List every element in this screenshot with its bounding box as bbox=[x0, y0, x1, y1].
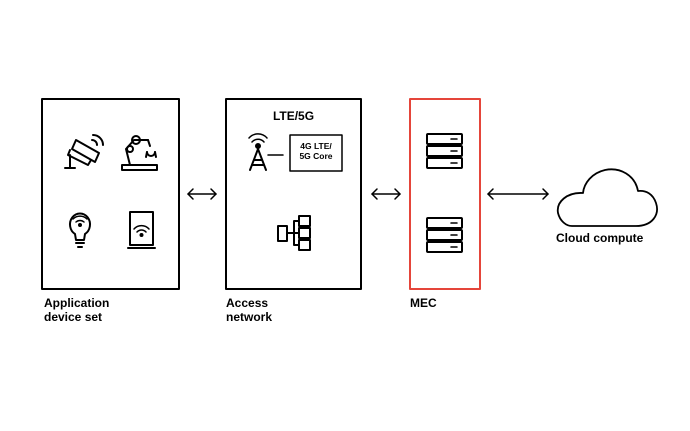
arrow-mec-cloud bbox=[487, 188, 549, 200]
mec-label: MEC bbox=[410, 296, 437, 310]
application-label: Application device set bbox=[44, 296, 110, 324]
server-icon bbox=[426, 133, 463, 169]
arrow-access-mec bbox=[371, 188, 401, 200]
cell-tower-icon bbox=[248, 133, 268, 171]
smart-bulb-icon bbox=[69, 212, 91, 248]
core-box bbox=[289, 134, 343, 172]
core-label: 4G LTE/ 5G Core bbox=[299, 141, 333, 161]
camera-icon bbox=[64, 134, 104, 169]
access-label: Access network bbox=[226, 296, 273, 324]
application-box bbox=[41, 98, 180, 290]
network-tree-icon bbox=[277, 215, 311, 251]
access-network-box bbox=[225, 98, 362, 290]
robot-arm-icon bbox=[121, 135, 158, 171]
mec-box bbox=[409, 98, 481, 290]
cloud-icon bbox=[556, 168, 658, 227]
server-icon bbox=[426, 217, 463, 253]
arrow-app-access bbox=[187, 188, 217, 200]
access-title: LTE/5G bbox=[272, 109, 315, 123]
wifi-device-icon bbox=[127, 211, 156, 249]
cloud-label: Cloud compute bbox=[556, 231, 644, 245]
